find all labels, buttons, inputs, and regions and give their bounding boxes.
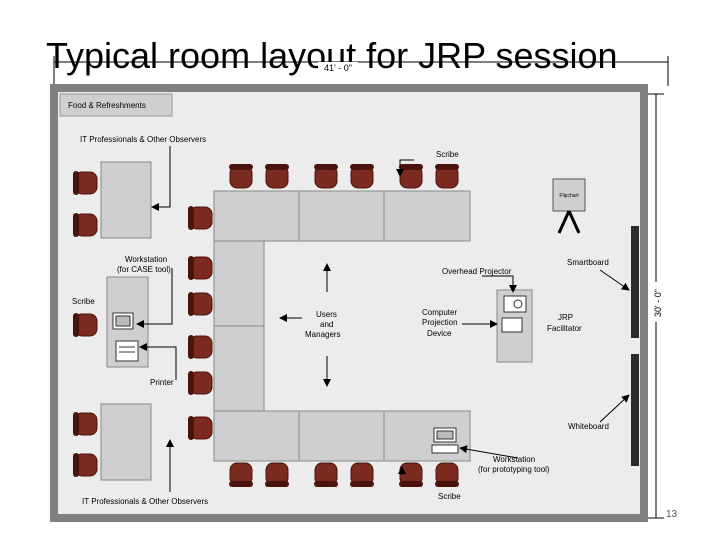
managers-label: Managers [305, 330, 341, 339]
whiteboard-label: Whiteboard [568, 422, 609, 431]
width-dimension-label: 41' - 0" [324, 63, 352, 73]
overhead-projector-label: Overhead Projector [442, 267, 512, 276]
prototyping-workstation-label: Workstation [493, 455, 535, 464]
facilitator-label: Facilitator [547, 324, 582, 333]
width-dimension: 41' - 0" [53, 56, 669, 86]
flipchart [552, 178, 586, 212]
case-workstation-sublabel: (for CASE tool) [117, 265, 171, 274]
observer-table-top [100, 161, 152, 239]
observer-table-bottom [100, 403, 152, 481]
it-observers-top-label: IT Professionals & Other Observers [80, 135, 206, 144]
scribe-bottom-label: Scribe [438, 492, 461, 501]
chair [314, 164, 338, 189]
chair [435, 164, 459, 189]
u-shaped-table [213, 190, 471, 462]
chair [314, 462, 338, 487]
food-table [59, 93, 173, 117]
chair [73, 313, 98, 337]
chairs [73, 164, 459, 487]
chair [350, 164, 374, 189]
height-dimension-label: 30' - 0" [653, 289, 663, 317]
it-observers-bottom-label: IT Professionals & Other Observers [82, 497, 208, 506]
chair [188, 206, 213, 230]
keyboard-icon [431, 444, 459, 454]
chair [73, 213, 98, 237]
chair [399, 164, 423, 189]
smartboard [631, 226, 639, 338]
chair [188, 292, 213, 316]
users-and-label: and [320, 320, 333, 329]
callout-arrows [136, 146, 630, 492]
chair [73, 412, 98, 436]
chair [73, 171, 98, 195]
chair [188, 335, 213, 359]
prototyping-workstation-sublabel: (for prototyping tool) [478, 465, 550, 474]
chair [399, 462, 423, 487]
overhead-projector-icon [503, 295, 527, 313]
chair [188, 416, 213, 440]
chair [435, 462, 459, 487]
chair [73, 453, 98, 477]
scribe-top-label: Scribe [436, 150, 459, 159]
projection-label-2: Projection [422, 318, 458, 327]
projection-label-3: Device [427, 329, 452, 338]
chair [265, 164, 289, 189]
case-workstation-label: Workstation [125, 255, 167, 264]
scribe-left-label: Scribe [72, 297, 95, 306]
printer-label: Printer [150, 378, 174, 387]
food-label: Food & Refreshments [68, 101, 146, 110]
slide-number: 13 [666, 509, 678, 520]
whiteboard [631, 354, 639, 466]
projection-label-1: Computer [422, 308, 457, 317]
chair [188, 256, 213, 280]
height-dimension: 30' - 0" [648, 93, 664, 519]
projection-device-icon [501, 317, 523, 333]
chair [350, 462, 374, 487]
chair [188, 371, 213, 395]
printer-icon [115, 340, 139, 362]
chair [229, 164, 253, 189]
chair [265, 462, 289, 487]
users-label: Users [316, 310, 337, 319]
jrp-label: JRP [558, 313, 573, 322]
chair [229, 462, 253, 487]
flipchart-label: Flipchart [559, 193, 579, 199]
smartboard-label: Smartboard [567, 258, 609, 267]
